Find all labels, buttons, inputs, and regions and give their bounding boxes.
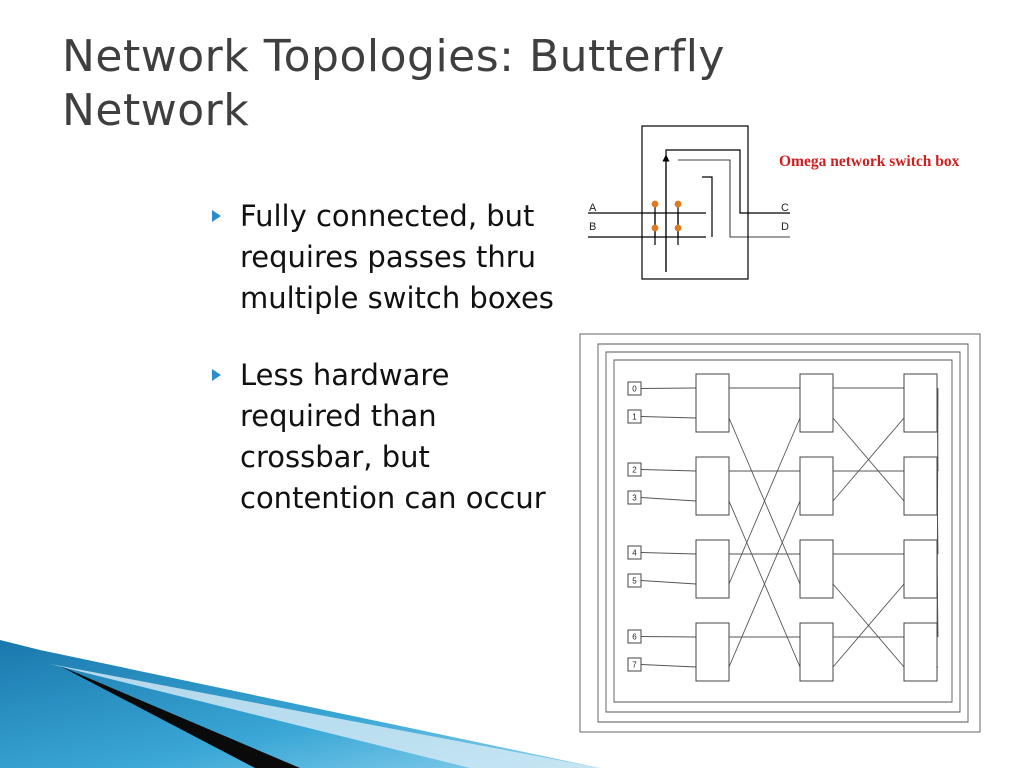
bullet-list: Fully connected, but requires passes thr… [212,196,572,555]
switch-element [903,456,938,516]
node-label: 0 [632,385,637,394]
feedback-loop [613,359,953,703]
node-label: 7 [632,661,637,670]
port-label-d: D [781,221,789,233]
stage-cross-link [728,417,801,585]
node-link [640,636,697,638]
feedback-loop [605,351,961,713]
deco-black-stripe [60,666,300,768]
node-link [640,387,697,389]
slide-title: Network Topologies: Butterfly Network [62,31,725,136]
node-label: 3 [632,494,637,503]
switch-crosspoint-dot [651,200,659,208]
node-link [640,497,697,502]
stage-cross-link [832,583,905,668]
switch-path-a-to-c [665,149,790,272]
bullet-item: Less hardware required than crossbar, bu… [212,355,572,519]
node-box [627,462,642,477]
switch-crosspoint-dot [674,224,682,232]
corner-decoration [0,640,600,768]
node-box [627,381,642,396]
port-label-a: A [589,202,597,214]
node-box [627,409,642,424]
node-link [640,416,697,419]
bullet-arrow-icon [212,210,221,222]
node-box [627,657,642,672]
switch-element [799,456,834,516]
deco-light-wedge [50,664,600,768]
switch-element [799,539,834,599]
deco-blue-wedge [0,640,600,768]
node-link [640,664,697,668]
switch-box-frame [641,125,749,280]
node-link [640,580,697,585]
butterfly-network-diagram: 0 1 2 3 4 5 6 7 [579,333,981,733]
switch-element [903,539,938,599]
node-label: 5 [632,577,637,586]
bullet-text: Less hardware required than crossbar, bu… [240,358,546,515]
switch-box-caption: Omega network switch box [779,153,960,170]
node-label: 6 [632,633,637,642]
switch-box-diagram: A B C D [588,125,790,280]
stage-cross-link [832,417,905,502]
switch-element [695,539,730,599]
stage-cross-link [728,500,801,668]
switch-element [799,622,834,682]
port-label-c: C [781,202,789,214]
switch-element [695,622,730,682]
node-label: 2 [632,466,637,475]
feedback-loop [597,343,969,723]
node-box [627,629,642,644]
port-label-b: B [589,221,596,233]
switch-element [695,373,730,433]
node-link [640,552,697,555]
node-label: 4 [632,549,637,558]
bullet-arrow-icon [212,369,221,381]
switch-element [903,373,938,433]
bullet-item: Fully connected, but requires passes thr… [212,196,572,319]
node-link [640,469,697,472]
node-box [627,573,642,588]
switch-crosspoint-dot [674,200,682,208]
bullet-text: Fully connected, but requires passes thr… [240,199,554,315]
switch-element [695,456,730,516]
butterfly-outer-frame [579,333,981,733]
node-box [627,490,642,505]
node-box [627,545,642,560]
node-label: 1 [632,413,637,422]
switch-element [799,373,834,433]
switch-path-outer [678,159,790,238]
switch-element [903,622,938,682]
switch-path-b-to-d [702,176,713,237]
switch-crosspoint-dot [651,224,659,232]
